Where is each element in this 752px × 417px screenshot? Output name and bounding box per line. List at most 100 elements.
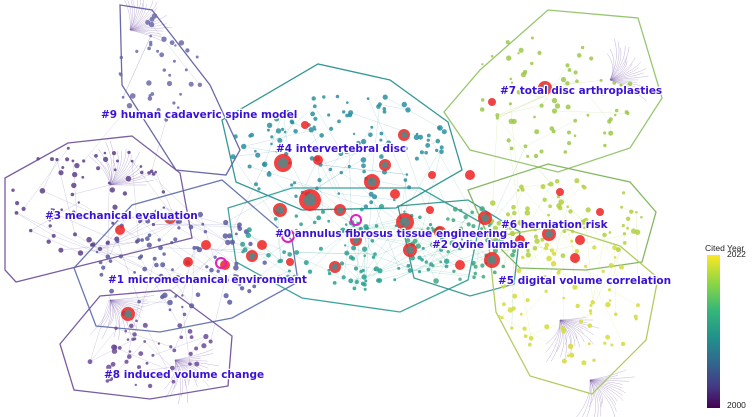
edge	[567, 206, 615, 248]
node	[199, 372, 205, 377]
edge-fan	[109, 150, 122, 186]
edge	[148, 172, 203, 225]
node	[169, 40, 175, 46]
node	[115, 239, 120, 244]
edge	[423, 223, 500, 249]
node	[569, 352, 575, 358]
edge	[497, 117, 552, 185]
edge-fan	[559, 319, 565, 358]
edge-fan	[106, 299, 113, 328]
node	[439, 260, 443, 264]
node	[485, 238, 490, 243]
edge	[296, 252, 376, 255]
node	[521, 275, 525, 278]
node	[623, 241, 627, 245]
edge	[492, 118, 498, 204]
node	[249, 132, 255, 138]
edge	[360, 228, 381, 271]
node	[393, 278, 397, 282]
node	[525, 87, 529, 91]
node	[154, 262, 159, 268]
node	[525, 206, 530, 211]
node	[425, 143, 431, 148]
node	[551, 97, 558, 104]
node	[222, 233, 228, 239]
edge	[554, 110, 628, 114]
edge	[497, 88, 563, 116]
node	[252, 284, 257, 289]
node	[233, 265, 239, 271]
edge	[585, 233, 625, 267]
node	[225, 239, 231, 246]
node	[473, 264, 478, 269]
highlight-ring	[215, 257, 227, 269]
node	[108, 259, 113, 263]
node	[352, 132, 356, 136]
edge-fan	[109, 299, 121, 329]
node	[566, 205, 569, 208]
edge-fan	[109, 295, 155, 301]
node	[433, 278, 439, 284]
edge	[490, 190, 519, 224]
burst-node-core	[248, 252, 256, 260]
edge	[162, 241, 233, 298]
node	[160, 294, 165, 300]
node	[177, 323, 183, 328]
edge-fan	[129, 26, 172, 31]
node	[508, 118, 514, 125]
node	[103, 151, 107, 155]
node	[574, 178, 580, 184]
edge	[72, 173, 154, 195]
node	[573, 118, 578, 123]
node	[587, 323, 593, 329]
node	[161, 190, 166, 194]
edge-fan	[559, 319, 567, 362]
node	[418, 134, 423, 140]
edge	[352, 225, 397, 259]
node	[189, 303, 195, 309]
node	[195, 292, 201, 298]
node	[523, 144, 528, 149]
node	[247, 289, 252, 294]
edge-fan	[581, 379, 591, 417]
burst-node-core	[487, 255, 497, 265]
node	[188, 81, 194, 87]
edge-fan	[109, 299, 144, 308]
node	[511, 223, 515, 227]
edge	[152, 336, 206, 356]
node	[630, 279, 636, 285]
node	[629, 209, 634, 214]
edge	[483, 276, 511, 311]
node	[581, 360, 587, 366]
edge-fan	[607, 53, 613, 81]
node	[369, 200, 374, 205]
node	[540, 237, 545, 242]
node	[435, 148, 439, 153]
node	[415, 132, 419, 136]
burst-node	[488, 98, 496, 106]
edge-fan	[559, 319, 588, 324]
edge-fan	[109, 148, 127, 186]
edge	[585, 220, 633, 283]
node	[583, 217, 589, 223]
node	[149, 40, 153, 45]
edge	[609, 211, 632, 290]
node	[117, 346, 122, 350]
node	[365, 230, 371, 236]
node	[627, 81, 633, 87]
node	[496, 220, 502, 226]
edge	[518, 230, 565, 271]
node	[362, 169, 366, 174]
node	[602, 232, 607, 238]
node	[510, 232, 515, 237]
edge-fan	[174, 359, 188, 404]
node	[459, 208, 463, 213]
edge	[329, 273, 366, 290]
edge	[54, 213, 118, 242]
edge-fan	[129, 3, 144, 31]
edge-fan	[109, 299, 149, 305]
node	[151, 172, 156, 176]
node	[186, 273, 189, 276]
node	[203, 333, 209, 340]
node	[257, 187, 261, 191]
